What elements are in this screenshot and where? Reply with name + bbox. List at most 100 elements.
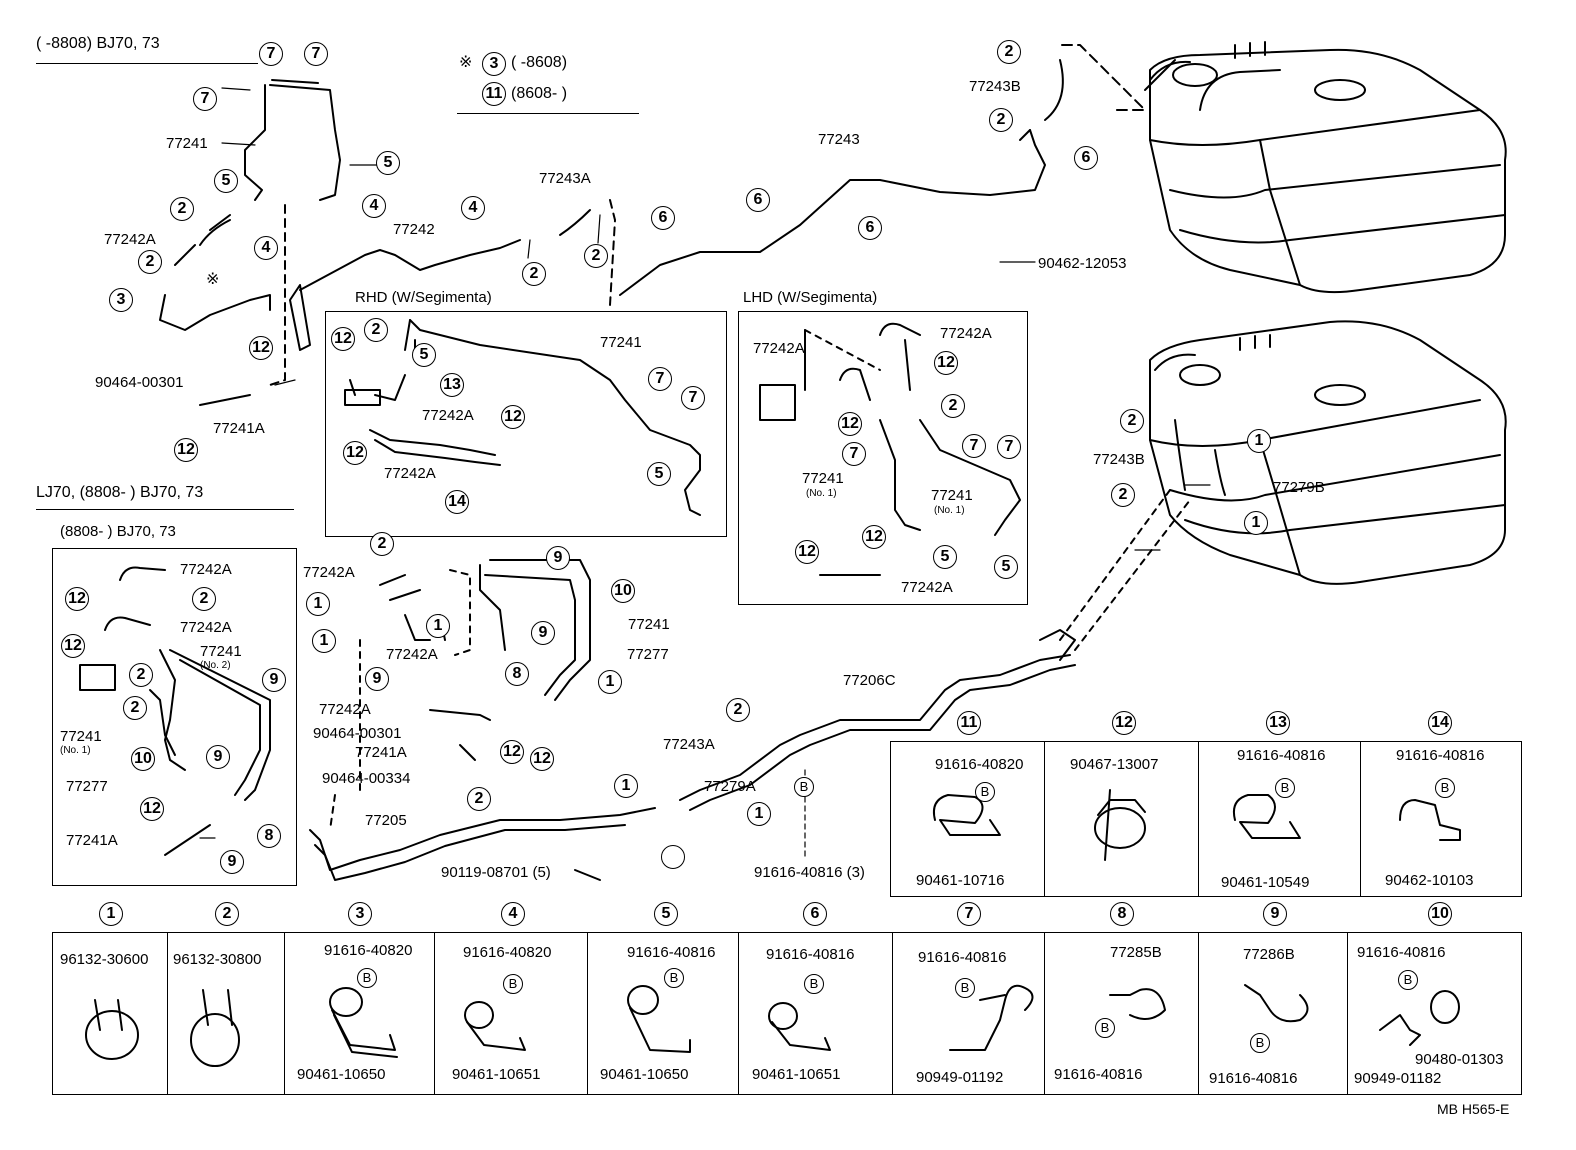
callout-2: 2 bbox=[941, 394, 965, 418]
header-mid-rule bbox=[457, 113, 639, 114]
header-marker-ref: ※ bbox=[206, 271, 220, 288]
marker-b: B bbox=[1275, 778, 1295, 798]
callout-13: 13 bbox=[440, 373, 464, 397]
tank-dashed-link bbox=[1061, 44, 1146, 111]
top-left-pipe-assembly bbox=[159, 59, 1064, 406]
marker-b: B bbox=[664, 968, 684, 988]
callout-2: 2 bbox=[129, 663, 153, 687]
part-label: 77277 bbox=[66, 778, 108, 795]
part-label: 77206C bbox=[843, 672, 896, 689]
callout-2: 2 bbox=[370, 532, 394, 556]
sub-label: (No. 2) bbox=[200, 660, 231, 671]
detail-callout-9: 9 bbox=[1263, 902, 1287, 926]
divider bbox=[434, 932, 435, 1095]
detail-callout-10: 10 bbox=[1428, 902, 1452, 926]
part-label: 77241 bbox=[166, 135, 208, 152]
part-label: 77277 bbox=[627, 646, 669, 663]
part-label: 77241A bbox=[66, 832, 118, 849]
left-inset-box bbox=[52, 548, 297, 886]
divider bbox=[738, 932, 739, 1095]
header-mid-callout-3: 3 bbox=[482, 52, 506, 76]
callout-12: 12 bbox=[501, 405, 525, 429]
part-label: 90464-00334 bbox=[322, 770, 411, 787]
callout-10: 8 bbox=[505, 662, 529, 686]
callout-7: 7 bbox=[259, 42, 283, 66]
sub-label: (No. 1) bbox=[806, 488, 837, 499]
callout-2: 2 bbox=[138, 250, 162, 274]
detail-callout-11: 11 bbox=[957, 711, 981, 735]
header-lj-rule bbox=[36, 509, 294, 510]
callout-12: 12 bbox=[862, 525, 886, 549]
marker-b: B bbox=[1095, 1018, 1115, 1038]
fuel-tank-upper bbox=[1144, 41, 1507, 294]
detail-label: 90949-01192 bbox=[916, 1069, 1004, 1086]
header-mid-callout-11: 11 bbox=[482, 82, 506, 106]
part-label: 77241 bbox=[60, 728, 102, 745]
part-label: 77242A bbox=[104, 231, 156, 248]
detail-clip-icons bbox=[85, 789, 1461, 1067]
callout-1: 1 bbox=[1244, 511, 1268, 535]
detail-callout-3: 3 bbox=[348, 902, 372, 926]
sub-label: (No. 1) bbox=[60, 745, 91, 756]
callout-12: 12 bbox=[61, 634, 85, 658]
callout-9: 10 bbox=[611, 579, 635, 603]
detail-callout-7: 7 bbox=[957, 902, 981, 926]
part-label: 77242A bbox=[384, 465, 436, 482]
callout-12: 12 bbox=[140, 797, 164, 821]
callout-12: 12 bbox=[838, 412, 862, 436]
callout-5: 5 bbox=[994, 555, 1018, 579]
callout-2: 2 bbox=[1120, 409, 1144, 433]
callout-2: 2 bbox=[989, 108, 1013, 132]
detail-label: 90467-13007 bbox=[1070, 756, 1159, 773]
part-label: 77243A bbox=[663, 736, 715, 753]
callout-5: 5 bbox=[933, 545, 957, 569]
detail-label: 90461-10716 bbox=[916, 872, 1005, 889]
callout-12: 12 bbox=[343, 441, 367, 465]
detail-panel-bottom bbox=[52, 932, 1522, 1095]
part-label: 77241 bbox=[802, 470, 844, 487]
detail-label: 90461-10549 bbox=[1221, 874, 1310, 891]
callout-6: 6 bbox=[746, 188, 770, 212]
callout-12: 12 bbox=[934, 351, 958, 375]
callout-7: 7 bbox=[997, 435, 1021, 459]
part-label: 77242 bbox=[393, 221, 435, 238]
detail-label: 90462-10103 bbox=[1385, 872, 1474, 889]
part-label: 77243B bbox=[969, 78, 1021, 95]
detail-label: 90461-10651 bbox=[452, 1066, 541, 1083]
detail-label: 91616-40820 bbox=[935, 756, 1024, 773]
callout-4: 4 bbox=[362, 194, 386, 218]
callout-6: 6 bbox=[651, 206, 675, 230]
callout-12: 2 bbox=[467, 787, 491, 811]
detail-label: 96132-30600 bbox=[60, 951, 149, 968]
detail-label: 91616-40816 bbox=[1209, 1070, 1298, 1087]
detail-callout-5: 5 bbox=[654, 902, 678, 926]
callout-2: 2 bbox=[997, 40, 1021, 64]
sub-label: (No. 1) bbox=[934, 505, 965, 516]
callout-4: 4 bbox=[461, 196, 485, 220]
detail-callout-6: 6 bbox=[803, 902, 827, 926]
callout-2: 2 bbox=[192, 587, 216, 611]
header-mid-marker: ※ bbox=[459, 54, 473, 71]
left-inset-title: (8808- ) BJ70, 73 bbox=[60, 523, 176, 540]
part-label: 77241A bbox=[355, 744, 407, 761]
callout-1: 1 bbox=[426, 614, 450, 638]
part-label: 77242A bbox=[386, 646, 438, 663]
divider bbox=[892, 932, 893, 1095]
part-label: 77205 bbox=[365, 812, 407, 829]
detail-panel-top bbox=[890, 741, 1522, 897]
detail-label: 91616-40820 bbox=[463, 944, 552, 961]
callout-7: 7 bbox=[962, 434, 986, 458]
detail-label: 90461-10650 bbox=[297, 1066, 386, 1083]
marker-b: B bbox=[503, 974, 523, 994]
callout-1: 1 bbox=[1247, 429, 1271, 453]
callout-14: 14 bbox=[445, 490, 469, 514]
part-label: 90462-12053 bbox=[1038, 255, 1127, 272]
marker-b: B bbox=[1435, 778, 1455, 798]
detail-label: 91616-40816 bbox=[1054, 1066, 1143, 1083]
footer-ref: MB H565-E bbox=[1437, 1101, 1510, 1117]
detail-callout-13: 13 bbox=[1266, 711, 1290, 735]
part-label: 77242A bbox=[319, 701, 371, 718]
part-label: 77242A bbox=[422, 407, 474, 424]
detail-callout-2: 2 bbox=[215, 902, 239, 926]
